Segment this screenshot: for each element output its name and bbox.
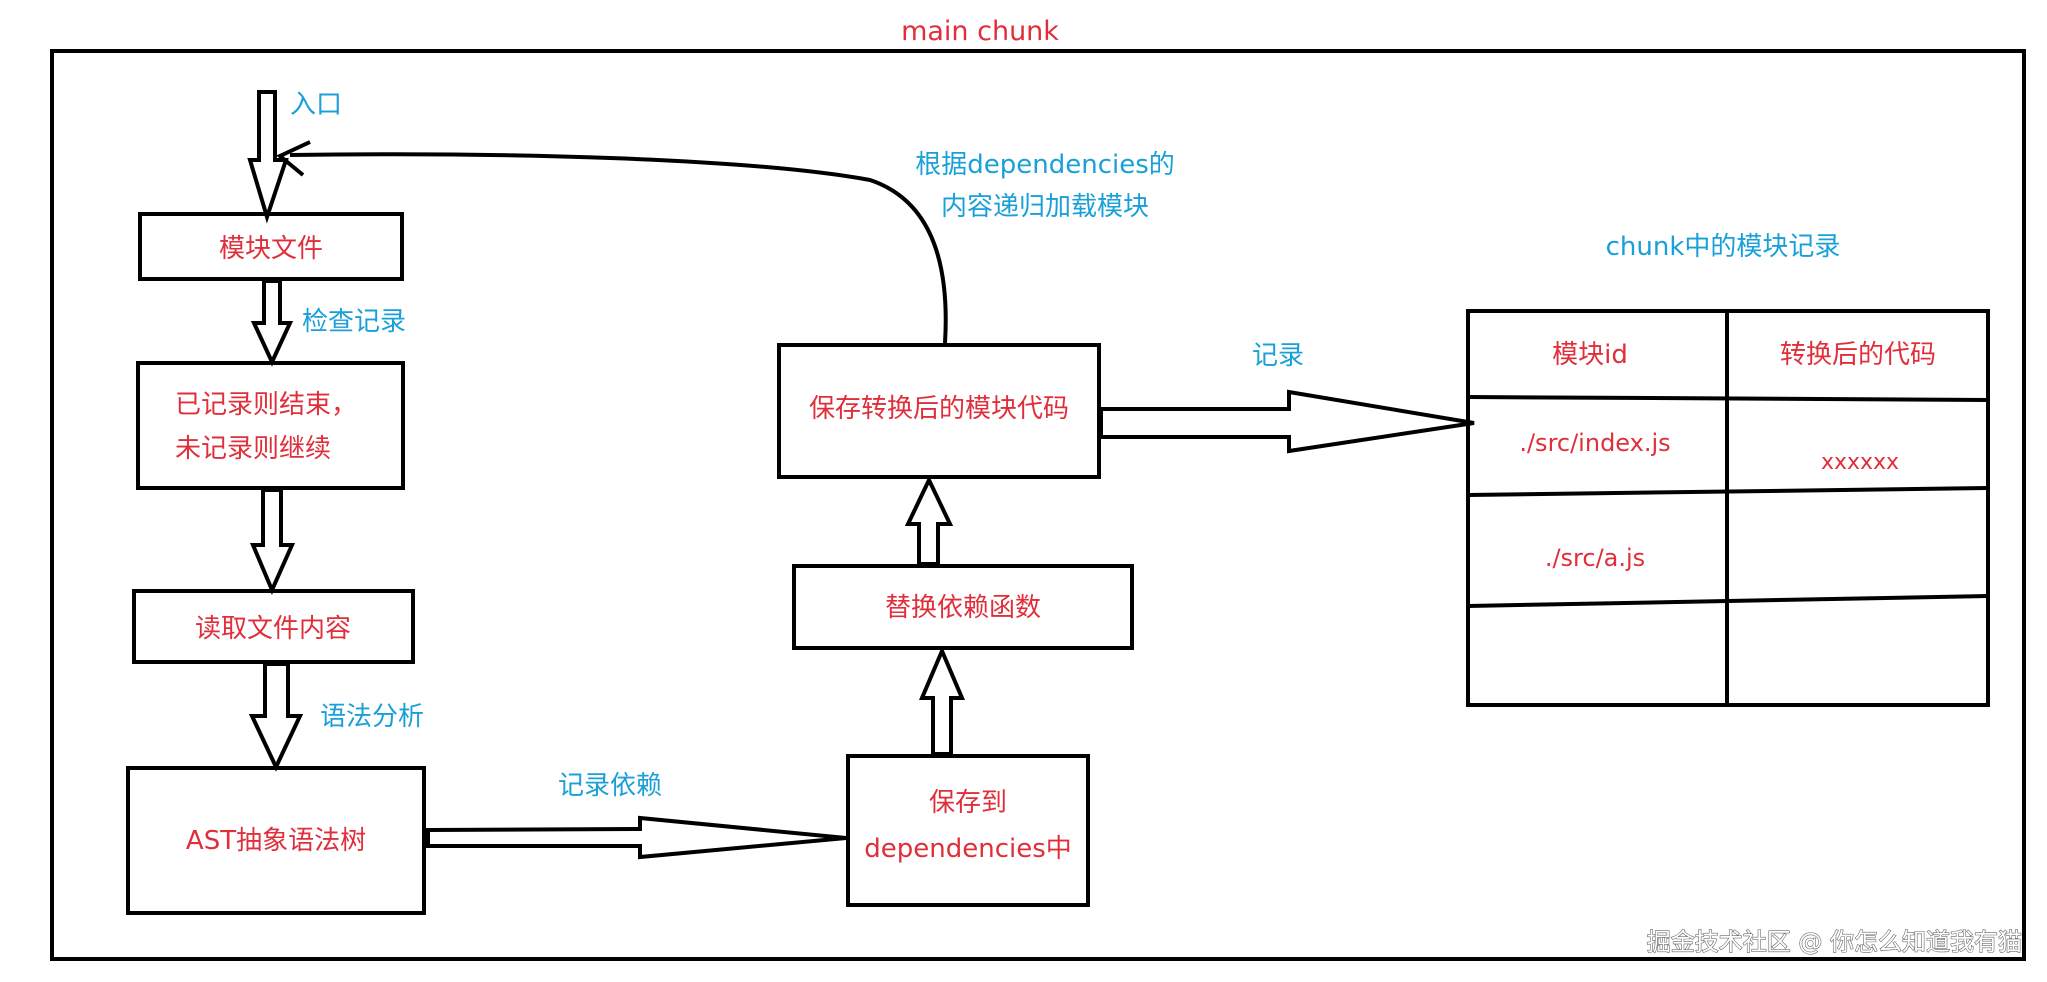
record-label: 记录: [1252, 341, 1304, 371]
save-deps-box: [846, 754, 1090, 907]
save-up-arrow: [904, 475, 954, 566]
check-arrow: [250, 279, 294, 367]
table-cell-index-js: ./src/index.js: [1519, 429, 1670, 457]
replace-deps-text: 替换依赖函数: [885, 593, 1041, 623]
record-deps-arrow: [426, 815, 847, 860]
read-file-text: 读取文件内容: [195, 614, 351, 644]
save-code-text: 保存转换后的模块代码: [809, 394, 1069, 424]
record-rule-line2: 未记录则继续: [175, 434, 331, 464]
save-deps-line1: 保存到: [929, 788, 1007, 818]
recurse-curve: [289, 152, 948, 344]
diagram-title: main chunk: [901, 16, 1059, 47]
ast-text: AST抽象语法树: [186, 826, 366, 856]
table-row-divider-2: [1467, 486, 1989, 497]
table-header-module-id: 模块id: [1552, 340, 1628, 370]
table-cell-a-js: ./src/a.js: [1545, 544, 1645, 572]
record-deps-label: 记录依赖: [558, 771, 662, 801]
record-rule-line1: 已记录则结束，: [175, 390, 357, 420]
record-rule-box: [136, 361, 405, 490]
replace-deps-box: [792, 564, 1134, 650]
replace-up-arrow: [918, 645, 966, 756]
save-deps-line2: dependencies中: [864, 834, 1072, 864]
entry-label: 入口: [290, 90, 342, 120]
table-row-divider-1: [1467, 395, 1989, 402]
table-row-divider-3: [1467, 594, 1989, 608]
parse-label: 语法分析: [320, 702, 424, 732]
main-chunk-frame: [50, 49, 2026, 961]
ast-box: [126, 766, 426, 915]
watermark: 掘金技术社区 @ 你怎么知道我有猫: [1647, 928, 2022, 956]
module-file-text: 模块文件: [219, 234, 323, 264]
table-header-code: 转换后的代码: [1780, 340, 1936, 370]
read-arrow: [249, 488, 296, 596]
record-arrow: [1099, 389, 1475, 454]
parse-arrow: [248, 662, 304, 772]
table-title: chunk中的模块记录: [1606, 232, 1841, 262]
check-label: 检查记录: [302, 307, 406, 337]
recurse-label-line1: 根据dependencies的: [915, 150, 1175, 180]
table-cell-code-1: xxxxxx: [1821, 450, 1899, 475]
recurse-arrowhead: [276, 140, 311, 177]
entry-arrow: [247, 90, 289, 224]
recurse-label-line2: 内容递归加载模块: [941, 192, 1149, 222]
